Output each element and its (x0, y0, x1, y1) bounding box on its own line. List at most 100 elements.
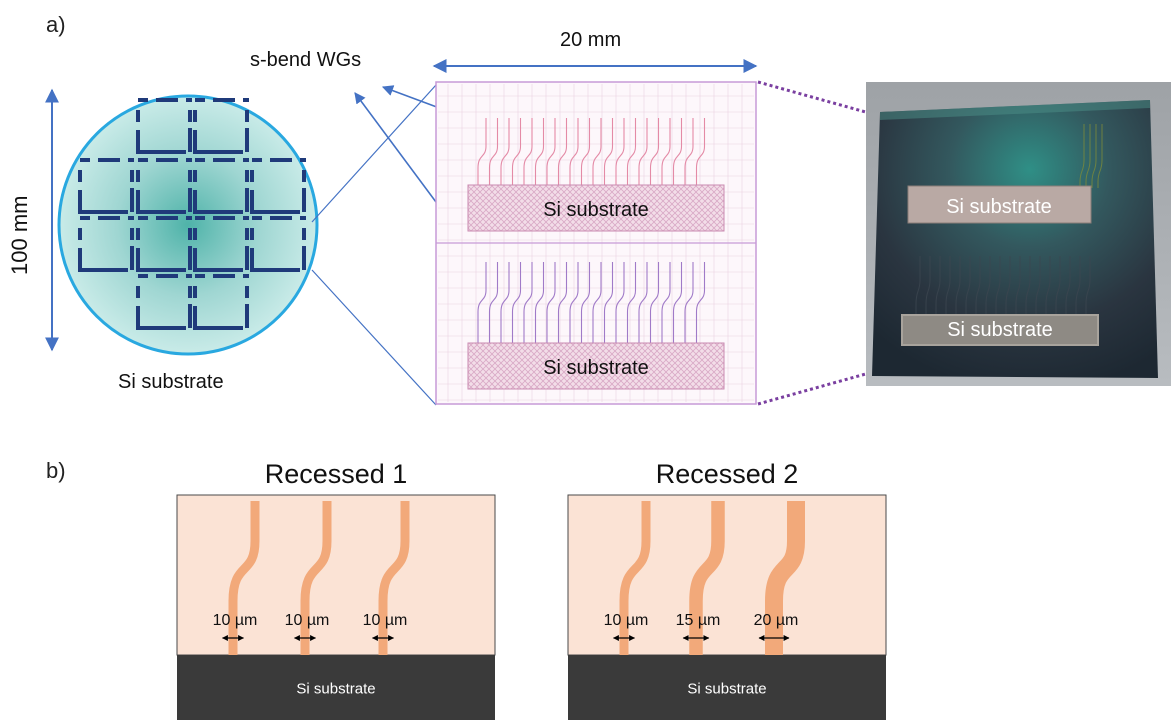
layout-top-substrate-label: Si substrate (543, 199, 649, 221)
layout-bottom-substrate-label: Si substrate (543, 357, 649, 379)
layout-waveguide (477, 118, 487, 186)
substrate-label: Si substrate (687, 681, 766, 698)
layout-waveguide (592, 118, 602, 186)
width-label: 20 µm (754, 612, 799, 629)
layout-waveguide (580, 262, 591, 344)
wafer-die-pattern (78, 98, 306, 330)
wafer (57, 94, 319, 356)
wafer-die-mark (136, 216, 192, 272)
layout-top-substrate-block (467, 184, 725, 232)
photo-waveguide (1085, 124, 1091, 188)
wafer-die-mark (193, 98, 249, 154)
layout-waveguide (672, 262, 683, 344)
photo-waveguide (1079, 124, 1085, 188)
photo-waveguide (965, 256, 971, 316)
photo-waveguide (1085, 256, 1091, 316)
photo-top-substrate-label: Si substrate (946, 196, 1052, 218)
layout-waveguide (511, 118, 522, 186)
width-label: 10 µm (213, 612, 258, 629)
wafer-die-mark (136, 274, 192, 330)
layout-waveguide (546, 118, 556, 186)
layout-waveguide (500, 118, 510, 186)
layout-waveguide (603, 262, 614, 344)
photo-waveguide (1091, 124, 1097, 188)
layout-waveguide (534, 262, 545, 344)
layout-waveguide (626, 262, 637, 344)
layout-waveguide (638, 118, 648, 186)
wafer-die-mark (193, 158, 249, 214)
photo-waveguide (925, 256, 931, 316)
photo-waveguide (1055, 256, 1061, 316)
layout-waveguide (557, 262, 568, 344)
design-title: Recessed 2 (656, 459, 799, 489)
wafer-die-mark (78, 158, 134, 214)
layout-waveguide (488, 118, 499, 186)
layout-waveguide (523, 118, 533, 186)
chip-width-label: 20 mm (560, 29, 621, 51)
photo-waveguide (955, 256, 961, 316)
photo-waveguide (935, 256, 941, 316)
wafer-die-mark (136, 98, 192, 154)
layout-waveguide (546, 262, 556, 344)
photo-waveguide (1025, 256, 1031, 316)
photo-waveguide (1065, 256, 1071, 316)
layout-waveguide (569, 118, 579, 186)
layout-waveguide (557, 118, 568, 186)
photo-waveguide (1045, 256, 1051, 316)
layout-waveguide (580, 118, 591, 186)
photo-waveguide (985, 256, 991, 316)
photo-waveguide (1035, 256, 1041, 316)
wafer-substrate-label: Si substrate (118, 371, 224, 393)
layout-waveguide (534, 118, 545, 186)
photo-waveguide (995, 256, 1001, 316)
panel-a-label: a) (46, 12, 66, 37)
layout-waveguide (523, 262, 533, 344)
waveguide (378, 501, 410, 655)
wafer-die-mark (250, 216, 306, 272)
substrate-region (177, 655, 495, 720)
chip-layout (435, 81, 757, 405)
layout-waveguide (661, 118, 671, 186)
photo-bottom-substrate (901, 314, 1099, 346)
photo-waveguide (1097, 124, 1103, 188)
photo-bottom-substrate-label: Si substrate (947, 319, 1053, 341)
waveguide (765, 501, 805, 655)
photo-waveguide (915, 256, 921, 316)
layout-waveguide (603, 118, 614, 186)
layout-waveguide (684, 118, 694, 186)
photo-top-substrate (907, 185, 1092, 224)
layout-waveguide (638, 262, 648, 344)
layout-waveguide (569, 262, 579, 344)
layout-bottom-substrate-block (467, 342, 725, 390)
layout-waveguide (672, 118, 683, 186)
photo-connector-lines (757, 80, 881, 406)
zoom-callout-lines (311, 84, 437, 406)
photo-waveguide (945, 256, 951, 316)
design-title: Recessed 1 (265, 459, 408, 489)
cladding-region (176, 494, 496, 656)
waveguide (689, 501, 725, 655)
wafer-die-mark (78, 216, 134, 272)
photo-waveguide (1015, 256, 1021, 316)
waveguide (300, 501, 332, 655)
wafer-die-mark (136, 158, 192, 214)
photo-waveguide (1075, 256, 1081, 316)
layout-waveguide (649, 118, 660, 186)
panel-b-label: b) (46, 458, 66, 483)
layout-waveguide (500, 262, 510, 344)
photo-waveguide (1005, 256, 1011, 316)
layout-waveguide (477, 262, 487, 344)
width-label: 10 µm (285, 612, 330, 629)
layout-waveguide (695, 262, 706, 344)
layout-waveguide (684, 262, 694, 344)
layout-waveguide (649, 262, 660, 344)
photo-waveguide (975, 256, 981, 316)
layout-waveguide (695, 118, 706, 186)
layout-waveguide (661, 262, 671, 344)
chip-photo (866, 82, 1171, 386)
wafer-die-mark (193, 274, 249, 330)
waveguide (619, 501, 651, 655)
